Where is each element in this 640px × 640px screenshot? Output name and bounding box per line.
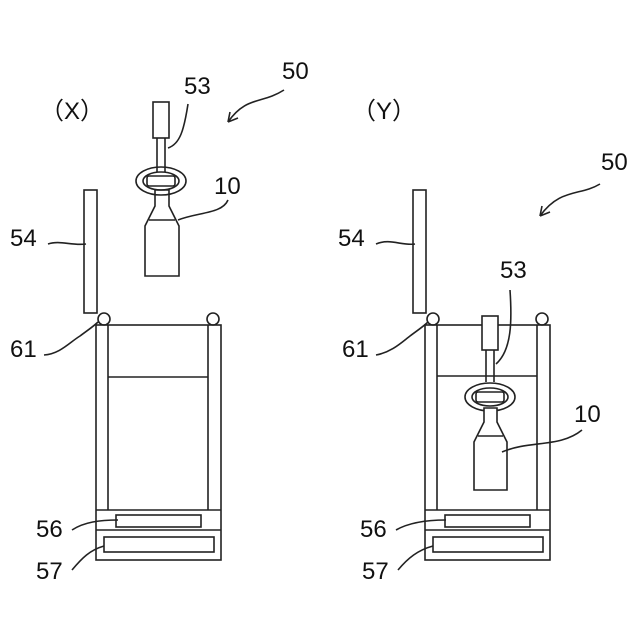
panel-x-gripper-head bbox=[153, 102, 169, 138]
panel-x-gripper-clamp bbox=[147, 176, 175, 186]
panel-y-caption: （Y） bbox=[352, 98, 416, 125]
panel-x-plate-56 bbox=[116, 515, 201, 527]
panel-y-label-10: 10 bbox=[574, 401, 601, 428]
panel-y-label-57: 57 bbox=[362, 558, 389, 585]
panel-y-label-53: 53 bbox=[500, 257, 527, 284]
panel-x-label-57: 57 bbox=[36, 558, 63, 585]
panel-x-label-50: 50 bbox=[282, 58, 309, 85]
panel-x-label-10: 10 bbox=[214, 173, 241, 200]
panel-y-label-50: 50 bbox=[601, 149, 628, 176]
panel-x-plate-57 bbox=[104, 537, 214, 552]
panel-x-leader-53 bbox=[168, 104, 188, 148]
panel-y-leader-61 bbox=[376, 322, 428, 355]
panel-x-bottle-body bbox=[145, 190, 179, 276]
panel-x-hinge-left bbox=[98, 313, 110, 325]
panel-y-label-56: 56 bbox=[360, 516, 387, 543]
panel-y-bottle-body bbox=[474, 408, 507, 490]
panel-x-leader-57 bbox=[72, 546, 104, 570]
panel-y-label-54: 54 bbox=[338, 225, 365, 252]
panel-y-leader-57 bbox=[398, 546, 433, 570]
panel-x-label-56: 56 bbox=[36, 516, 63, 543]
panel-y-leader-56 bbox=[396, 520, 446, 530]
panel-x-hinge-right bbox=[207, 313, 219, 325]
panel-x: （X） 50 53 10 54 61 bbox=[10, 58, 309, 585]
panel-x-leader-50 bbox=[228, 90, 284, 122]
panel-y-plate-56 bbox=[445, 515, 530, 527]
panel-x-bottle bbox=[145, 190, 179, 276]
panel-x-label-61: 61 bbox=[10, 336, 37, 363]
panel-y-hinge-left bbox=[427, 313, 439, 325]
panel-x-gripper-ring-inner bbox=[143, 172, 179, 190]
panel-x-leader-10 bbox=[178, 200, 228, 220]
panel-y-lid bbox=[413, 190, 426, 313]
panel-x-lid bbox=[84, 190, 97, 313]
panel-x-housing bbox=[96, 325, 221, 560]
panel-y-gripper bbox=[465, 316, 515, 411]
panel-y-leader-10 bbox=[502, 430, 582, 452]
panel-y: （Y） 50 54 61 56 57 bbox=[338, 98, 628, 585]
panel-x-label-54: 54 bbox=[10, 225, 37, 252]
panel-y-gripper-head bbox=[482, 316, 498, 350]
panel-x-label-53: 53 bbox=[184, 73, 211, 100]
panel-x-leader-61 bbox=[44, 322, 98, 355]
panel-y-hinge-right bbox=[536, 313, 548, 325]
panel-y-leader-54 bbox=[376, 242, 415, 245]
panel-y-plate-57 bbox=[433, 537, 543, 552]
panel-y-label-61: 61 bbox=[342, 336, 369, 363]
panel-x-leader-56 bbox=[72, 520, 118, 530]
panel-y-leader-50 bbox=[540, 184, 600, 216]
panel-x-gripper bbox=[136, 102, 186, 195]
panel-x-housing-outer bbox=[96, 325, 221, 560]
panel-x-caption: （X） bbox=[40, 98, 104, 125]
panel-y-bottle bbox=[474, 408, 507, 490]
panel-x-leader-54 bbox=[48, 243, 86, 245]
